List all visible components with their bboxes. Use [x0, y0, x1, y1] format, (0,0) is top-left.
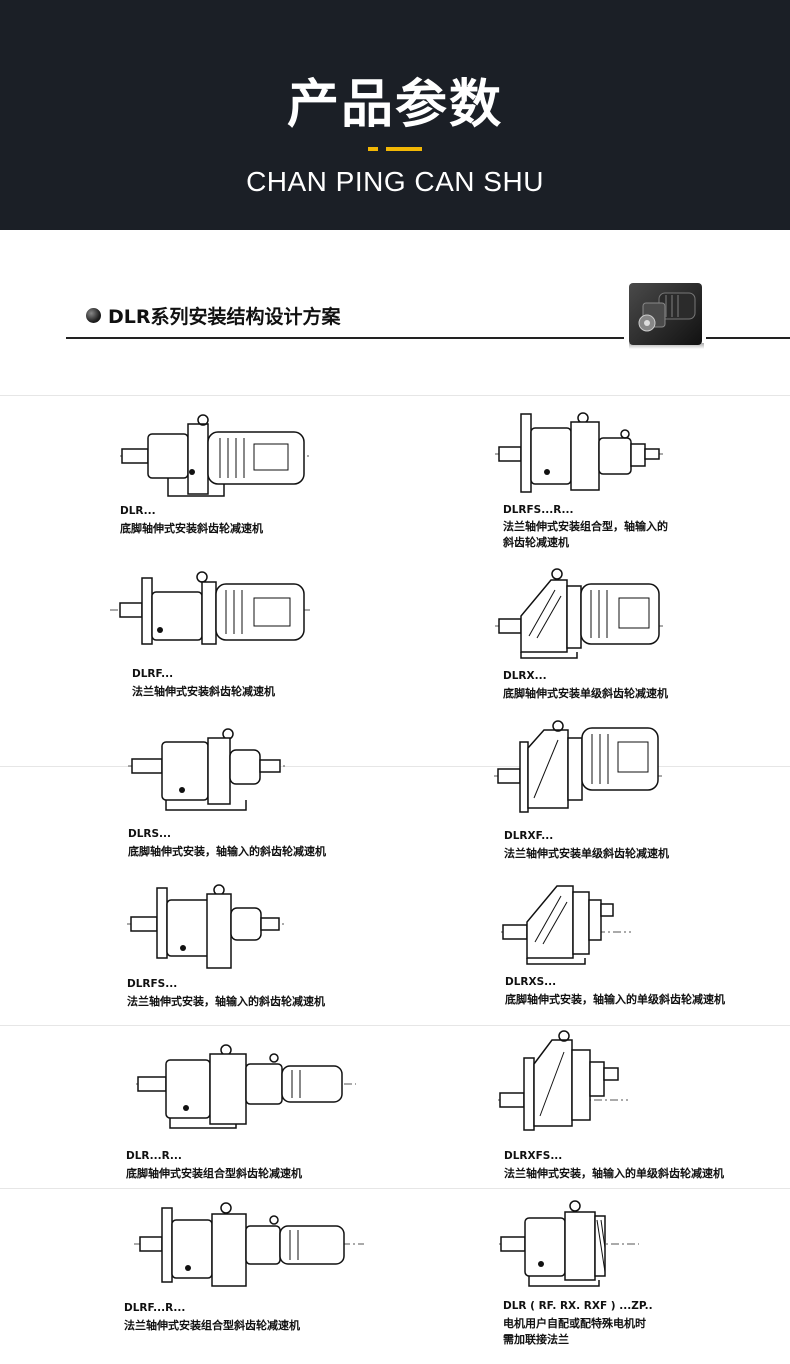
page-title: 产品参数: [286, 75, 503, 135]
title-accent-line: [386, 147, 422, 151]
model-desc: 底脚轴伸式安装，轴输入的斜齿轮减速机: [128, 845, 326, 858]
model-card: DLR ( RF. RX. RXF ) ...ZP.. 电机用户自配或配特殊电机…: [499, 1196, 773, 1356]
model-code: DLRXF...: [504, 830, 554, 842]
model-desc: 电机用户自配或配特殊电机时: [503, 1317, 646, 1330]
header-banner: 产品参数 CHAN PING CAN SHU: [0, 0, 790, 230]
model-code: DLRS...: [128, 828, 172, 840]
model-card: DLRXS... 底脚轴伸式安装，轴输入的单级斜齿轮减速机: [501, 878, 775, 1018]
title-accent-dot: [368, 147, 378, 151]
scan-line: [0, 395, 790, 396]
model-desc: 法兰轴伸式安装组合型，轴输入的: [503, 520, 668, 533]
custom-motor-adapter-flange-icon: [499, 1200, 639, 1287]
model-desc: 法兰轴伸式安装，轴输入的单级斜齿轮减速机: [504, 1167, 724, 1180]
flange-input-shaft-reducer-icon: [127, 884, 287, 969]
model-code: DLR...R...: [126, 1150, 182, 1162]
model-desc: 底脚轴伸式安装组合型斜齿轮减速机: [126, 1167, 302, 1180]
model-code: DLRFS...R...: [503, 504, 574, 516]
flange-single-stage-input-shaft-icon: [498, 1030, 628, 1131]
flange-single-stage-gearmotor-icon: [494, 720, 664, 813]
model-card: DLR...R... 底脚轴伸式安装组合型斜齿轮减速机: [126, 1040, 386, 1185]
model-code: DLRF...: [132, 668, 174, 680]
gear-motor-photo-icon: [629, 283, 702, 345]
model-card: DLRFS... 法兰轴伸式安装，轴输入的斜齿轮减速机: [127, 880, 387, 1020]
model-desc: 底脚轴伸式安装，轴输入的单级斜齿轮减速机: [505, 993, 725, 1006]
section-title: DLR系列安装结构设计方案: [108, 306, 341, 328]
model-desc: 法兰轴伸式安装单级斜齿轮减速机: [504, 847, 669, 860]
model-desc: 法兰轴伸式安装组合型斜齿轮减速机: [124, 1319, 300, 1332]
foot-input-shaft-reducer-icon: [128, 728, 288, 811]
model-code: DLRFS...: [127, 978, 178, 990]
model-card: DLRXF... 法兰轴伸式安装单级斜齿轮减速机: [494, 718, 764, 868]
foot-single-stage-input-shaft-icon: [501, 885, 631, 965]
model-desc-line2: 斜齿轮减速机: [503, 536, 569, 549]
model-desc: 底脚轴伸式安装单级斜齿轮减速机: [503, 687, 668, 700]
foot-single-stage-gearmotor-icon: [495, 568, 665, 659]
model-desc: 法兰轴伸式安装斜齿轮减速机: [132, 685, 275, 698]
model-card: DLRF... 法兰轴伸式安装斜齿轮减速机: [110, 568, 350, 708]
model-desc: 法兰轴伸式安装，轴输入的斜齿轮减速机: [127, 995, 325, 1008]
model-desc-line2: 需加联接法兰: [503, 1333, 569, 1346]
thumbnail-shadow: [629, 343, 704, 349]
model-card: DLRXFS... 法兰轴伸式安装，轴输入的单级斜齿轮减速机: [498, 1030, 774, 1185]
flange-combined-gearmotor-icon: [134, 1202, 364, 1287]
model-code: DLRF...R...: [124, 1302, 186, 1314]
scan-line: [0, 1188, 790, 1189]
foot-combined-gearmotor-icon: [136, 1044, 356, 1129]
model-card: DLRFS...R... 法兰轴伸式安装组合型，轴输入的 斜齿轮减速机: [495, 408, 763, 558]
model-code: DLRXS...: [505, 976, 557, 988]
flange-mounted-gearmotor-icon: [110, 571, 310, 645]
model-card: DLRF...R... 法兰轴伸式安装组合型斜齿轮减速机: [124, 1196, 384, 1341]
model-code: DLR ( RF. RX. RXF ) ...ZP..: [503, 1300, 653, 1312]
model-card: DLRS... 底脚轴伸式安装，轴输入的斜齿轮减速机: [128, 724, 388, 864]
section-divider-right: [706, 337, 790, 339]
model-code: DLR...: [120, 505, 156, 517]
model-card: DLRX... 底脚轴伸式安装单级斜齿轮减速机: [495, 566, 763, 706]
flange-combined-input-shaft-icon: [495, 412, 665, 493]
section-bullet-icon: [86, 308, 101, 323]
model-card: DLR... 底脚轴伸式安装斜齿轮减速机: [120, 410, 360, 550]
scan-line: [0, 1025, 790, 1026]
page-subtitle: CHAN PING CAN SHU: [246, 166, 544, 197]
model-code: DLRX...: [503, 670, 547, 682]
model-code: DLRXFS...: [504, 1150, 563, 1162]
foot-mounted-gearmotor-icon: [120, 414, 310, 497]
model-desc: 底脚轴伸式安装斜齿轮减速机: [120, 522, 263, 535]
scan-line: [0, 766, 790, 767]
section-divider: [66, 337, 624, 339]
